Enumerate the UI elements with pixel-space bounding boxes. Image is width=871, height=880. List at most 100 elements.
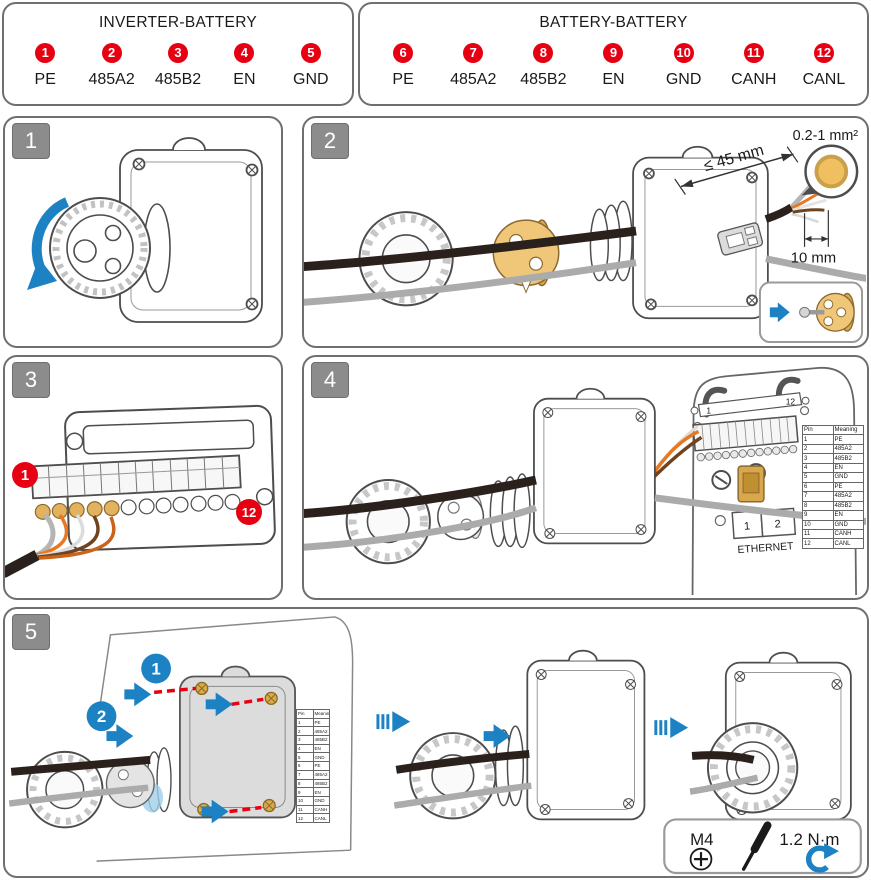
pin-number-badge: 8 (533, 42, 554, 63)
first-pin-marker: 1 (12, 462, 38, 488)
pin-table-cell: 3 (802, 453, 834, 464)
pin-table-cell: 4 (802, 462, 834, 474)
pin-name: 485A2 (88, 71, 135, 89)
rubber-seal-plug (492, 219, 560, 294)
step3-illustration: 1 12 (5, 404, 276, 578)
legend-items: 1 PE 2 485A2 3 485B2 4 EN 5 GND (4, 32, 352, 104)
pin-table-cell: 7 (296, 769, 314, 780)
pin-table-cell: EN (312, 743, 330, 754)
pin-table-cell: CANL (832, 538, 864, 549)
assembly-arrow (106, 724, 134, 748)
pin-number-badge: 3 (168, 42, 189, 63)
housing-assembly (489, 387, 656, 549)
pin-table-cell: GND (312, 795, 330, 806)
torque-spec-label: 1.2 N·m (779, 830, 839, 849)
pin-table-cell: CANL (312, 813, 330, 823)
pin-name: 485B2 (520, 71, 567, 89)
sequence-marker-1: 1 (141, 653, 171, 684)
step5-number: 5 (12, 614, 50, 650)
seal-hole (73, 239, 97, 263)
port2-label: 2 (774, 518, 781, 530)
pin-table-cell: 12 (802, 538, 834, 549)
pin-table-cell: GND (832, 472, 864, 483)
gland-assembly (26, 747, 172, 829)
pin-table-cell: PE (832, 434, 864, 445)
pin-table-cell: PE (312, 717, 330, 728)
legend-item: 10 GND (649, 34, 719, 98)
pin-table-cell: CANH (312, 804, 330, 815)
seal-plug-inset (758, 281, 864, 344)
svg-text:12: 12 (242, 505, 256, 520)
pin-name: PE (392, 71, 414, 89)
pin-table-cell: GND (312, 752, 330, 763)
terminal-block (692, 415, 799, 462)
pin-name: EN (233, 71, 256, 89)
legend-item: 3 485B2 (145, 34, 211, 98)
attached-nut-c (706, 722, 799, 814)
pin-table-cell: 485A2 (312, 769, 330, 780)
step1-panel: 1 (3, 116, 283, 348)
step5-illustration: 1 2 (8, 616, 862, 875)
legend-title: INVERTER-BATTERY (98, 14, 258, 31)
seal-hole (104, 224, 122, 242)
step1-number: 1 (12, 123, 50, 159)
wire-gauge-label: 0.2-1 mm² (793, 128, 859, 144)
pin-table-cell: 485B2 (832, 453, 864, 464)
legend-item: 8 485B2 (508, 34, 578, 98)
inverter-com-housing (632, 145, 769, 320)
pin-table-cell: PE (312, 761, 330, 771)
pin-name: 485A2 (450, 71, 497, 89)
pin-table-cell: 4 (296, 743, 314, 754)
pin-table-cell: 8 (296, 778, 314, 789)
pin-table-cell: 11 (296, 804, 314, 815)
torque-spec-box: M4 1.2 N·m (663, 818, 862, 875)
svg-text:1: 1 (21, 467, 29, 484)
pin-table-cell: 1 (296, 717, 314, 728)
pin-number-badge: 12 (813, 42, 834, 63)
pin-name: CANL (802, 71, 846, 89)
signal-cables-c (689, 751, 759, 795)
screw-arrow (124, 682, 152, 707)
wired-cable-fan (5, 513, 116, 578)
screw-spec-label: M4 (690, 830, 713, 849)
pin-table-cell: 11 (802, 528, 834, 540)
legend-item: 4 EN (211, 34, 277, 98)
pin-table-cell: 485A2 (312, 726, 330, 737)
step4-illustration: 1 12 (304, 367, 866, 595)
port1-label: 1 (744, 520, 751, 532)
legend-item: 5 GND (278, 34, 344, 98)
conductor-strip-label: 10 mm (791, 251, 836, 267)
pin-table-header: Pin (802, 424, 834, 436)
svg-text:1: 1 (151, 660, 160, 679)
screwdriver-icon (741, 821, 772, 871)
pin-table-cell: 9 (802, 510, 834, 521)
screw-guide-dashes (153, 686, 264, 814)
step4-panel: 4 1 12 (302, 355, 869, 600)
pin-number-badge: 1 (35, 42, 56, 63)
pin-name: 485B2 (154, 71, 202, 89)
next-step-arrow (376, 711, 411, 733)
legend-item: 2 485A2 (78, 34, 144, 98)
unscrew-rotation-arrow (27, 197, 70, 290)
bracket-last-label: 12 (786, 397, 796, 407)
pin-definition-table-small: PinMeaning1PE2485A23485B24EN5GND6PE7485A… (296, 709, 330, 823)
legend-inverter-battery: INVERTER-BATTERY 1 PE 2 485A2 3 485B2 4 … (2, 2, 354, 106)
step3-panel: 3 (3, 355, 283, 600)
step4-number: 4 (311, 362, 349, 398)
seal-hole (104, 257, 122, 275)
pin-table-cell: 5 (296, 752, 314, 763)
legend-items: 6 PE 7 485A2 8 485B2 9 EN 10 GND 11 CANH… (360, 32, 867, 104)
pin-number-badge: 7 (463, 42, 484, 63)
pin-table-cell: CANH (832, 528, 864, 540)
wire-cross-section-magnifier (801, 144, 859, 199)
swivel-nut-cap (49, 197, 151, 299)
screw-arrow (201, 799, 229, 824)
pin-name: GND (293, 71, 329, 89)
inverter-wall-outline (96, 616, 354, 862)
pin-table-cell: 485A2 (832, 443, 864, 455)
step5-panel: 5 1 (3, 607, 869, 878)
screw-arrow (205, 692, 233, 717)
step2-illustration: ≤ 45 mm 0.2-1 mm² 10 mm (304, 128, 866, 344)
